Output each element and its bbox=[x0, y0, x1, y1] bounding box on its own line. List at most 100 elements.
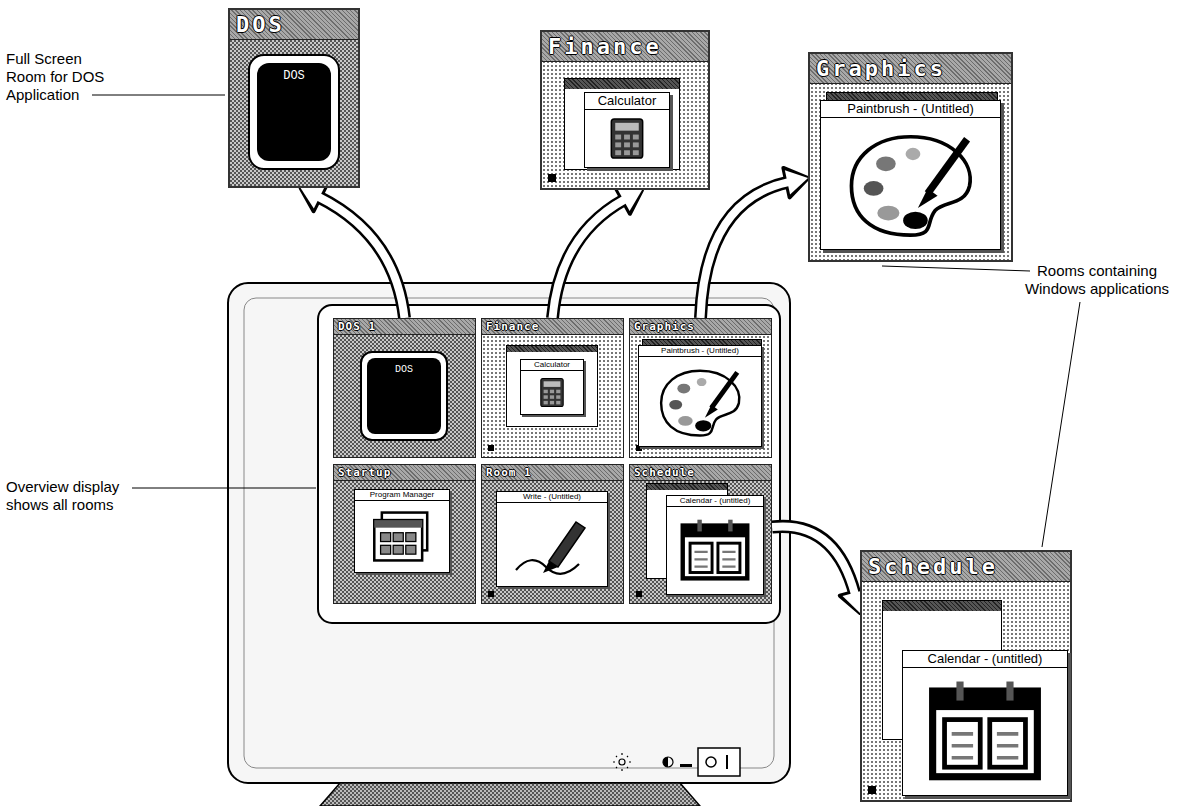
window-title: Program Manager bbox=[370, 490, 434, 499]
leader-line bbox=[882, 266, 1030, 271]
application-icon-shape bbox=[516, 522, 585, 574]
window-title-bar: Paintbrush - (Untitled) bbox=[821, 101, 1000, 118]
room-window: FinanceCalculator bbox=[540, 30, 710, 190]
arrow-shaft bbox=[319, 197, 405, 318]
leader-line bbox=[1042, 302, 1080, 547]
window-title: Calendar - (untitled) bbox=[928, 651, 1043, 666]
arrow-head bbox=[785, 170, 808, 194]
window-title: Calculator bbox=[598, 93, 657, 108]
room-title-bar: DOS 1 bbox=[334, 319, 475, 335]
room-title-bar: Graphics bbox=[630, 319, 771, 335]
room-window: DOS 1 DOS bbox=[333, 318, 476, 458]
room-marker bbox=[868, 786, 876, 794]
screen-text: DOS bbox=[257, 63, 331, 83]
callout-label: Rooms containing Windows applications bbox=[1018, 262, 1176, 298]
leader-line bbox=[132, 488, 316, 489]
application-icon bbox=[643, 361, 757, 442]
arrow-shaft-outline bbox=[772, 526, 855, 593]
window-title: Paintbrush - (Untitled) bbox=[847, 101, 973, 116]
screen-text: DOS bbox=[367, 358, 441, 375]
application-icon bbox=[525, 375, 579, 410]
window-title: Paintbrush - (Untitled) bbox=[661, 346, 739, 355]
room-title-bar: Schedule bbox=[630, 465, 771, 481]
dos-screen-display: DOS bbox=[257, 63, 331, 161]
app-window: Paintbrush - (Untitled) bbox=[638, 345, 762, 447]
arrow-shaft-outline bbox=[319, 197, 405, 318]
room-marker bbox=[488, 591, 494, 597]
window-title-bar: Paintbrush - (Untitled) bbox=[639, 346, 761, 357]
room-marker bbox=[548, 174, 556, 182]
room-window: GraphicsPaintbrush - (Untitled) bbox=[629, 318, 772, 458]
window-title-bar: Write - (Untitled) bbox=[497, 492, 607, 503]
arrow-shaft bbox=[701, 182, 789, 318]
room-title-bar: Schedule bbox=[862, 552, 1070, 582]
application-icon bbox=[907, 672, 1063, 791]
window-title-bar: Program Manager bbox=[355, 490, 449, 501]
room-title: Finance bbox=[548, 34, 662, 59]
room-title-bar: Startup bbox=[334, 465, 475, 481]
callout-label: Overview display shows all rooms bbox=[6, 478, 146, 514]
app-window: Write - (Untitled) bbox=[496, 491, 608, 587]
room-window: StartupProgram Manager bbox=[333, 464, 476, 604]
application-icon bbox=[359, 505, 445, 568]
arrow-head bbox=[618, 189, 642, 211]
room-window: Room 1 Write - (Untitled) bbox=[481, 464, 624, 604]
application-icon bbox=[589, 114, 665, 163]
arrow-head bbox=[301, 186, 325, 208]
room-title-bar: Finance bbox=[542, 32, 708, 62]
room-title-bar: Finance bbox=[482, 319, 623, 335]
application-icon bbox=[671, 511, 759, 590]
dos-screen: DOS bbox=[360, 351, 448, 441]
window-title-bar: Calendar - (untitled) bbox=[903, 651, 1067, 668]
arrow-shaft-outline bbox=[701, 182, 789, 318]
room-title: Graphics bbox=[816, 56, 946, 81]
dos-screen: DOS bbox=[248, 54, 340, 170]
window-title-bar: Calendar - (untitled) bbox=[667, 496, 763, 507]
application-icon-shape bbox=[611, 119, 642, 158]
background-title-bar bbox=[647, 484, 727, 490]
app-window: Paintbrush - (Untitled) bbox=[820, 100, 1001, 250]
dos-screen-display: DOS bbox=[367, 358, 441, 434]
room-title: Schedule bbox=[634, 466, 695, 479]
window-title: Calculator bbox=[534, 360, 570, 369]
background-title-bar bbox=[507, 346, 597, 352]
arrow-shaft-outline bbox=[553, 200, 625, 318]
application-icon bbox=[825, 122, 996, 245]
room-title-bar: DOS bbox=[230, 10, 358, 40]
app-window: Calculator bbox=[584, 92, 670, 168]
arrow-shaft bbox=[772, 526, 855, 593]
room-marker bbox=[488, 445, 494, 451]
application-icon-shape bbox=[541, 379, 563, 407]
room-window: ScheduleCalendar - (untitled) bbox=[860, 550, 1072, 802]
room-window: ScheduleCalendar - (untitled) bbox=[629, 464, 772, 604]
app-window: Calculator bbox=[520, 359, 584, 415]
room-arrow bbox=[701, 168, 809, 318]
app-window: Calendar - (untitled) bbox=[666, 495, 764, 595]
room-window: DOS DOS bbox=[228, 8, 360, 188]
window-title: Calendar - (untitled) bbox=[680, 496, 751, 505]
app-window: Calendar - (untitled) bbox=[902, 650, 1068, 796]
room-title: DOS bbox=[236, 12, 285, 37]
window-title-bar: Calculator bbox=[585, 93, 669, 110]
room-title: Finance bbox=[486, 320, 539, 333]
room-window: FinanceCalculator bbox=[481, 318, 624, 458]
room-title-bar: Graphics bbox=[810, 54, 1011, 84]
application-icon-shape bbox=[374, 513, 427, 561]
room-arrow bbox=[553, 187, 643, 318]
application-icon-shape bbox=[851, 137, 970, 235]
room-title: Graphics bbox=[634, 320, 695, 333]
application-icon bbox=[501, 507, 603, 582]
callout-label: Full Screen Room for DOS Application bbox=[6, 50, 122, 104]
leader-line bbox=[92, 95, 225, 96]
application-icon-shape bbox=[683, 520, 748, 579]
room-marker bbox=[636, 591, 642, 597]
room-window: GraphicsPaintbrush - (Untitled) bbox=[808, 52, 1013, 262]
room-title: Startup bbox=[338, 466, 391, 479]
room-title: Room 1 bbox=[486, 466, 532, 479]
background-title-bar bbox=[883, 601, 1001, 611]
room-title: Schedule bbox=[868, 554, 998, 579]
room-arrow bbox=[772, 526, 869, 613]
application-icon-shape bbox=[661, 371, 739, 436]
window-title: Write - (Untitled) bbox=[523, 492, 581, 501]
app-window: Program Manager bbox=[354, 489, 450, 573]
